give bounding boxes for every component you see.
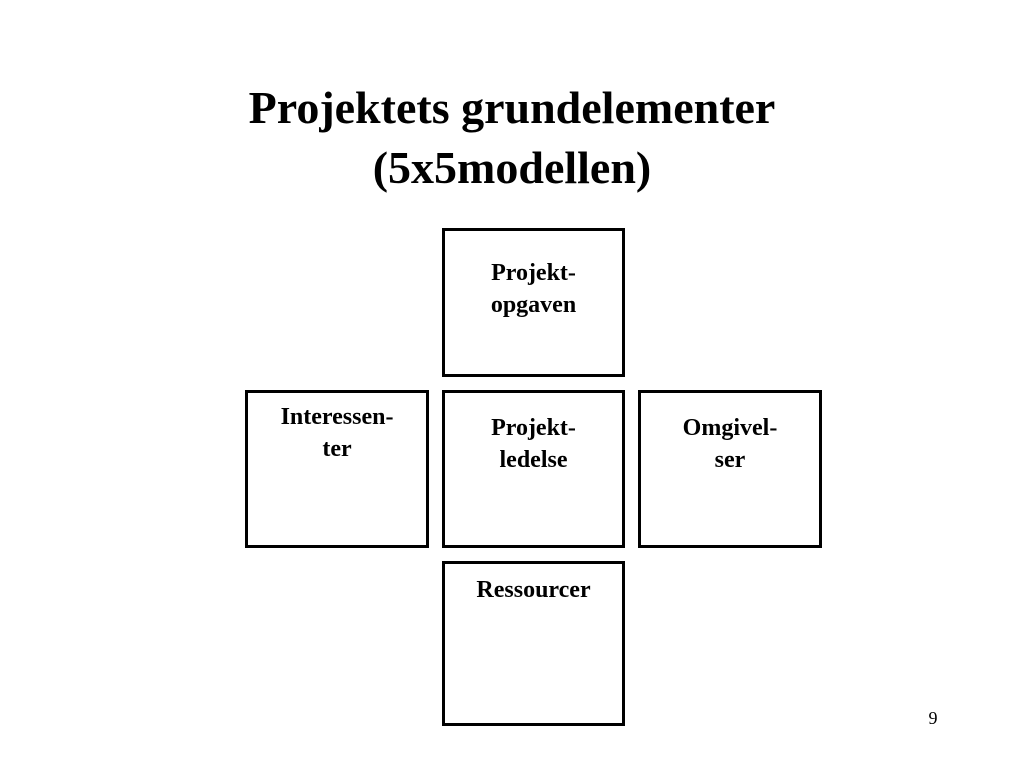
title-line-2: (5x5modellen)	[372, 142, 652, 193]
box-label-line-1: Projekt-	[491, 260, 576, 286]
box-label-line-2: ter	[322, 436, 352, 462]
box-label-line-1: Projekt-	[491, 415, 576, 441]
box-label-line-2: opgaven	[490, 292, 577, 318]
box-ressourcer: Ressourcer	[442, 561, 625, 726]
box-omgivelser: Omgivel- ser	[638, 390, 822, 548]
box-projektopgaven: Projekt- opgaven	[442, 228, 625, 377]
box-label-line-2: ser	[714, 447, 746, 473]
page-number: 9	[928, 708, 938, 728]
title-line-1: Projektets grundelementer	[248, 82, 776, 133]
box-label-line-1: Ressourcer	[476, 577, 591, 603]
box-label-line-1: Omgivel-	[682, 415, 778, 441]
box-label-line-1: Interessen-	[280, 404, 394, 430]
box-label-line-2: ledelse	[499, 447, 568, 473]
slide-title: Projektets grundelementer (5x5modellen)	[0, 78, 1024, 198]
box-projektledelse: Projekt- ledelse	[442, 390, 625, 548]
box-interessenter: Interessen- ter	[245, 390, 429, 548]
